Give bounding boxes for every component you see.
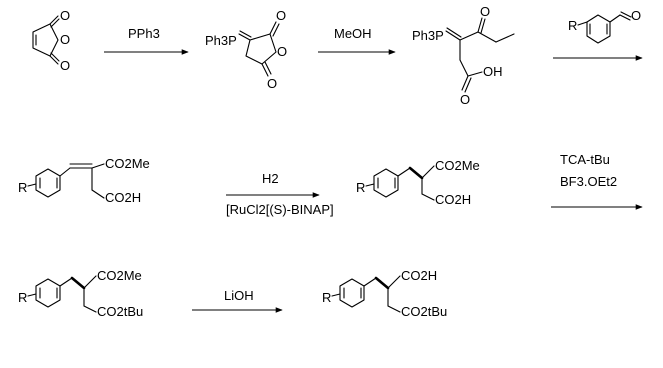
benzaldehyde-structure: R O bbox=[568, 8, 641, 44]
ylide-label-2: Ph3P bbox=[412, 28, 444, 43]
phosphorane-anhydride-structure: Ph3P O O O bbox=[205, 8, 287, 91]
aldehyde-r: R bbox=[568, 18, 577, 33]
reagent-lioh: LiOH bbox=[224, 288, 254, 303]
anhydride-o-ring: O bbox=[60, 32, 70, 47]
ylide-o-bottom: O bbox=[267, 76, 277, 91]
catalyst-label: [RuCl2[(S)-BINAP] bbox=[226, 202, 334, 217]
reagent-bf3: BF3.OEt2 bbox=[560, 174, 617, 189]
ylide-o-ring: O bbox=[277, 44, 287, 59]
anhydride-o-bottom: O bbox=[60, 58, 70, 73]
anhydride-o-top: O bbox=[60, 8, 70, 23]
ester-group-row3: CO2Me bbox=[97, 268, 142, 283]
acid-o: O bbox=[460, 92, 470, 107]
hydrogenated-half-ester-structure: R CO2Me CO2H bbox=[356, 158, 480, 207]
r-label-row2b: R bbox=[356, 180, 365, 195]
r-label-row3: R bbox=[18, 290, 27, 305]
ylide-o-top: O bbox=[276, 8, 286, 23]
tbu-ester-group-row3b: CO2tBu bbox=[401, 304, 447, 319]
ester-group-row2b: CO2Me bbox=[435, 158, 480, 173]
ester-o: O bbox=[480, 4, 490, 19]
tbu-diester-structure: R CO2Me CO2tBu bbox=[18, 268, 143, 319]
maleic-anhydride-structure: O O O bbox=[32, 8, 70, 73]
reagent-tca-tbu: TCA-tBu bbox=[560, 152, 610, 167]
r-label-row3b: R bbox=[322, 290, 331, 305]
aldehyde-o: O bbox=[631, 8, 641, 23]
ester-group-row2: CO2Me bbox=[105, 156, 150, 171]
itaconate-half-ester-structure: R CO2Me CO2H bbox=[18, 156, 150, 205]
r-label-row2: R bbox=[18, 180, 27, 195]
tbu-ester-group-row3: CO2tBu bbox=[97, 304, 143, 319]
acid-group-row2: CO2H bbox=[105, 190, 141, 205]
reagent-meoh: MeOH bbox=[334, 26, 372, 41]
tbu-half-ester-acid-structure: R CO2H CO2tBu bbox=[322, 268, 447, 319]
ylide-label: Ph3P bbox=[205, 33, 237, 48]
reagent-pph3: PPh3 bbox=[128, 26, 160, 41]
ylide-ester-acid-structure: Ph3P O O OH bbox=[412, 4, 515, 107]
reagent-h2: H2 bbox=[262, 171, 279, 186]
acid-oh: OH bbox=[483, 64, 503, 79]
acid-group-row2b: CO2H bbox=[435, 192, 471, 207]
acid-group-row3b: CO2H bbox=[401, 268, 437, 283]
